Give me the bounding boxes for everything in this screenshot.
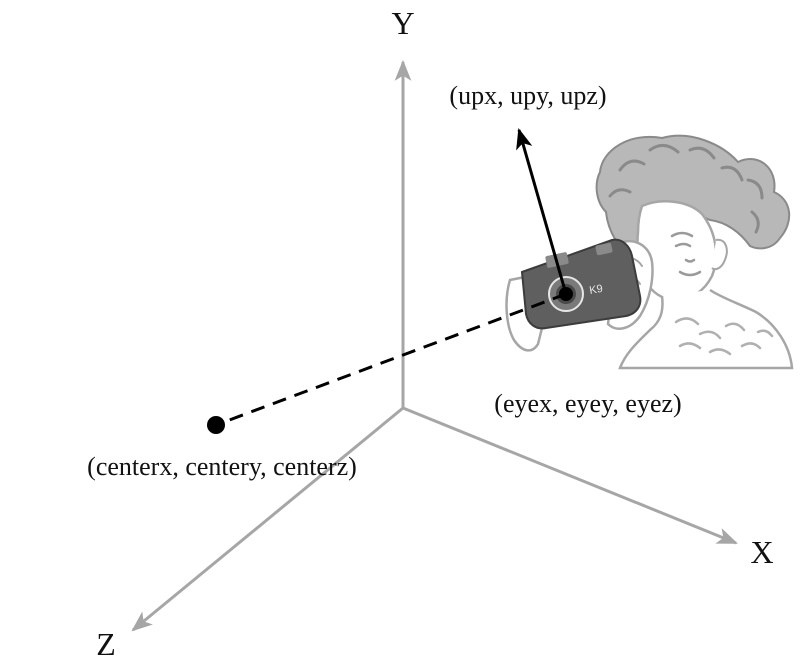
center-point-label: (centerx, centery, centerz) xyxy=(87,452,357,481)
up-point-label: (upx, upy, upz) xyxy=(449,81,606,110)
z-axis-label: Z xyxy=(96,626,116,662)
camera-icon: K9 xyxy=(520,238,642,330)
x-axis-label: X xyxy=(750,534,773,570)
woman-with-camera-icon: K9 xyxy=(505,134,794,370)
axes xyxy=(131,59,738,632)
eye-point xyxy=(559,287,573,301)
line-of-sight xyxy=(215,292,567,427)
center-point xyxy=(207,416,225,434)
x-axis-line xyxy=(402,406,738,545)
svg-text:K9: K9 xyxy=(588,283,603,297)
up-vector-arrow xyxy=(516,127,568,295)
face-details xyxy=(670,231,702,277)
dress-shape xyxy=(618,288,794,370)
eye-point-label: (eyex, eyey, eyez) xyxy=(494,389,681,418)
ear-shape xyxy=(711,238,728,271)
hair-curls xyxy=(608,144,764,234)
y-axis-label: Y xyxy=(391,5,414,41)
dress-pattern xyxy=(674,317,774,356)
z-axis-line xyxy=(131,406,404,632)
